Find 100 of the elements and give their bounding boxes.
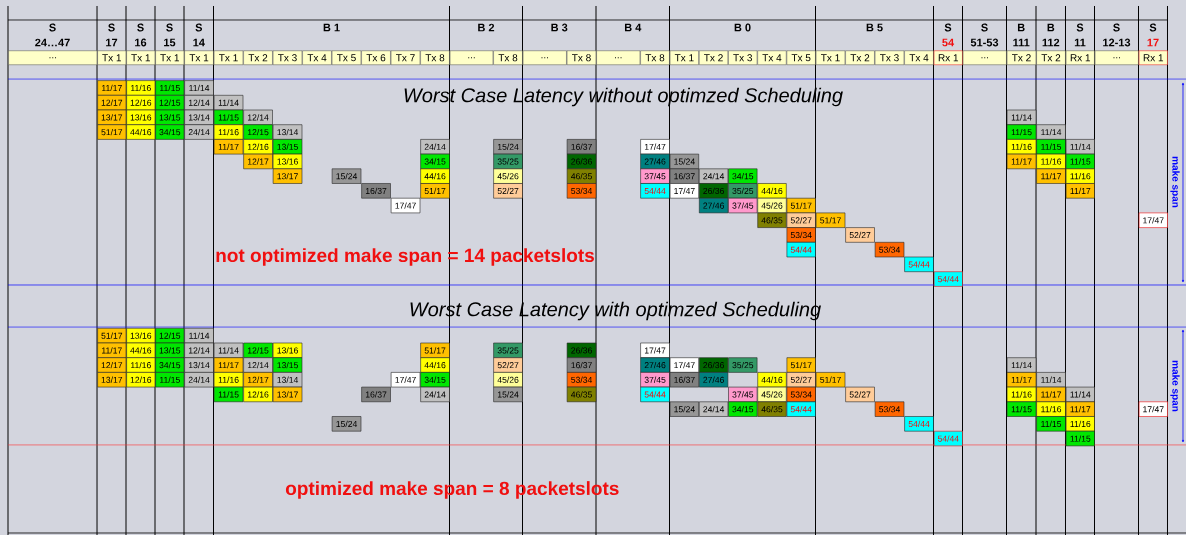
column-header: 15	[164, 38, 176, 47]
table-cell: 34/15	[155, 357, 185, 373]
table-cell: 35/25	[493, 153, 523, 170]
table-cell: 51/17	[97, 328, 127, 344]
table-cell: 17/47	[1138, 401, 1168, 417]
slot-header: Rx 1	[933, 50, 963, 65]
slot-header: Tx 6	[361, 50, 391, 65]
table-cell: 12/15	[243, 342, 273, 358]
slot-header: Tx 1	[155, 50, 185, 65]
table-cell: 11/16	[126, 80, 156, 96]
table-cell: 13/16	[272, 153, 303, 170]
table-cell: 11/15	[213, 109, 244, 125]
table-cell: 52/27	[845, 227, 875, 243]
table-cell: 13/16	[272, 342, 303, 358]
table-cell: 54/44	[786, 242, 816, 258]
column-header: S	[944, 23, 952, 32]
column-header: 24…47	[35, 38, 70, 47]
table-cell: 11/14	[1006, 109, 1037, 125]
dimension-label: make span	[1169, 359, 1181, 413]
slot-header: Tx 1	[126, 50, 156, 65]
table-cell: 37/45	[728, 386, 758, 403]
table-cell: 54/44	[933, 271, 963, 287]
slot-header: Tx 2	[243, 50, 273, 65]
table-cell: 13/16	[126, 328, 156, 344]
table-cell: 12/15	[155, 328, 185, 344]
table-cell: 24/14	[184, 372, 214, 388]
column-header: 54	[942, 38, 955, 47]
table-cell: 26/36	[566, 342, 597, 358]
column-header: S	[1113, 23, 1120, 32]
table-cell: 17/47	[390, 197, 421, 214]
table-cell: 11/15	[1006, 124, 1037, 140]
table-cell: 54/44	[640, 183, 670, 199]
column-header: S	[1149, 23, 1157, 32]
slot-header: Tx 1	[97, 50, 127, 65]
table-cell: 15/24	[669, 401, 699, 417]
table-cell: 51/17	[97, 124, 127, 140]
table-cell: 13/14	[272, 124, 303, 140]
column-header: S	[981, 23, 988, 32]
table-cell: 51/17	[420, 342, 450, 358]
table-cell: 11/17	[1065, 401, 1095, 417]
table-cell: 11/17	[1065, 183, 1095, 199]
slot-header: Tx 1	[213, 50, 244, 65]
slot-header: Tx 8	[420, 50, 450, 65]
slot-header: Tx 7	[390, 50, 421, 65]
table-cell: 26/36	[699, 357, 729, 373]
slot-header: Tx 2	[1006, 50, 1037, 65]
table-cell: 34/15	[420, 153, 450, 170]
column-header: 17	[106, 38, 118, 47]
table-cell: 34/15	[728, 168, 758, 184]
slot-header: Tx 3	[874, 50, 905, 65]
table-cell: 11/15	[1065, 153, 1095, 170]
table-cell: 13/15	[155, 109, 185, 125]
table-cell: 16/37	[669, 168, 699, 184]
column-header: B 1	[323, 23, 340, 32]
table-cell: 12/17	[97, 357, 127, 373]
table-cell: 35/25	[728, 357, 758, 373]
column-header: 51-53	[970, 38, 999, 47]
table-cell: 12/17	[243, 153, 273, 170]
table-cell: 12/15	[243, 124, 273, 140]
table-cell: 15/24	[493, 386, 523, 403]
table-cell: 46/35	[566, 168, 597, 184]
slot-header: ...	[1094, 50, 1139, 65]
table-cell: 13/17	[272, 168, 303, 184]
table-cell: 51/17	[786, 357, 816, 373]
table-cell: 54/44	[640, 386, 670, 403]
table-cell: 53/34	[786, 386, 816, 403]
table-cell: 51/17	[815, 212, 846, 228]
slot-header: Tx 5	[331, 50, 362, 65]
column-header: B 4	[625, 23, 642, 32]
column-header: 111	[1013, 38, 1030, 47]
column-header: S	[49, 23, 56, 32]
slot-header: ...	[962, 50, 1007, 65]
table-cell: 13/14	[184, 357, 214, 373]
table-cell: 46/35	[566, 386, 597, 403]
slot-header: ...	[522, 50, 567, 65]
table-cell: 51/17	[420, 183, 450, 199]
table-cell: 53/34	[786, 227, 816, 243]
table-cell: 11/16	[1036, 401, 1066, 417]
table-cell: 11/16	[213, 124, 244, 140]
table-cell: 11/15	[155, 372, 185, 388]
slot-header: Tx 2	[1036, 50, 1066, 65]
table-cell: 11/14	[184, 80, 214, 96]
column-header: S	[166, 23, 173, 32]
table-cell: 13/14	[184, 109, 214, 125]
column-header: S	[137, 23, 144, 32]
table-cell: 45/26	[757, 197, 787, 214]
slot-header: Tx 1	[669, 50, 699, 65]
column-header: S	[195, 23, 203, 32]
table-cell: 11/17	[97, 80, 127, 96]
column-header: S	[108, 23, 115, 32]
column-header: B	[1047, 23, 1055, 32]
table-cell: 11/16	[1065, 416, 1095, 432]
table-cell: 27/46	[699, 197, 729, 214]
column-header: B 3	[551, 23, 568, 32]
table-cell: 12/16	[243, 386, 273, 403]
table-cell: 54/44	[904, 256, 934, 272]
table-cell: 13/16	[126, 109, 156, 125]
slot-header: Tx 1	[184, 50, 214, 65]
table-cell: 54/44	[786, 401, 816, 417]
slot-header: Rx 1	[1138, 50, 1168, 65]
